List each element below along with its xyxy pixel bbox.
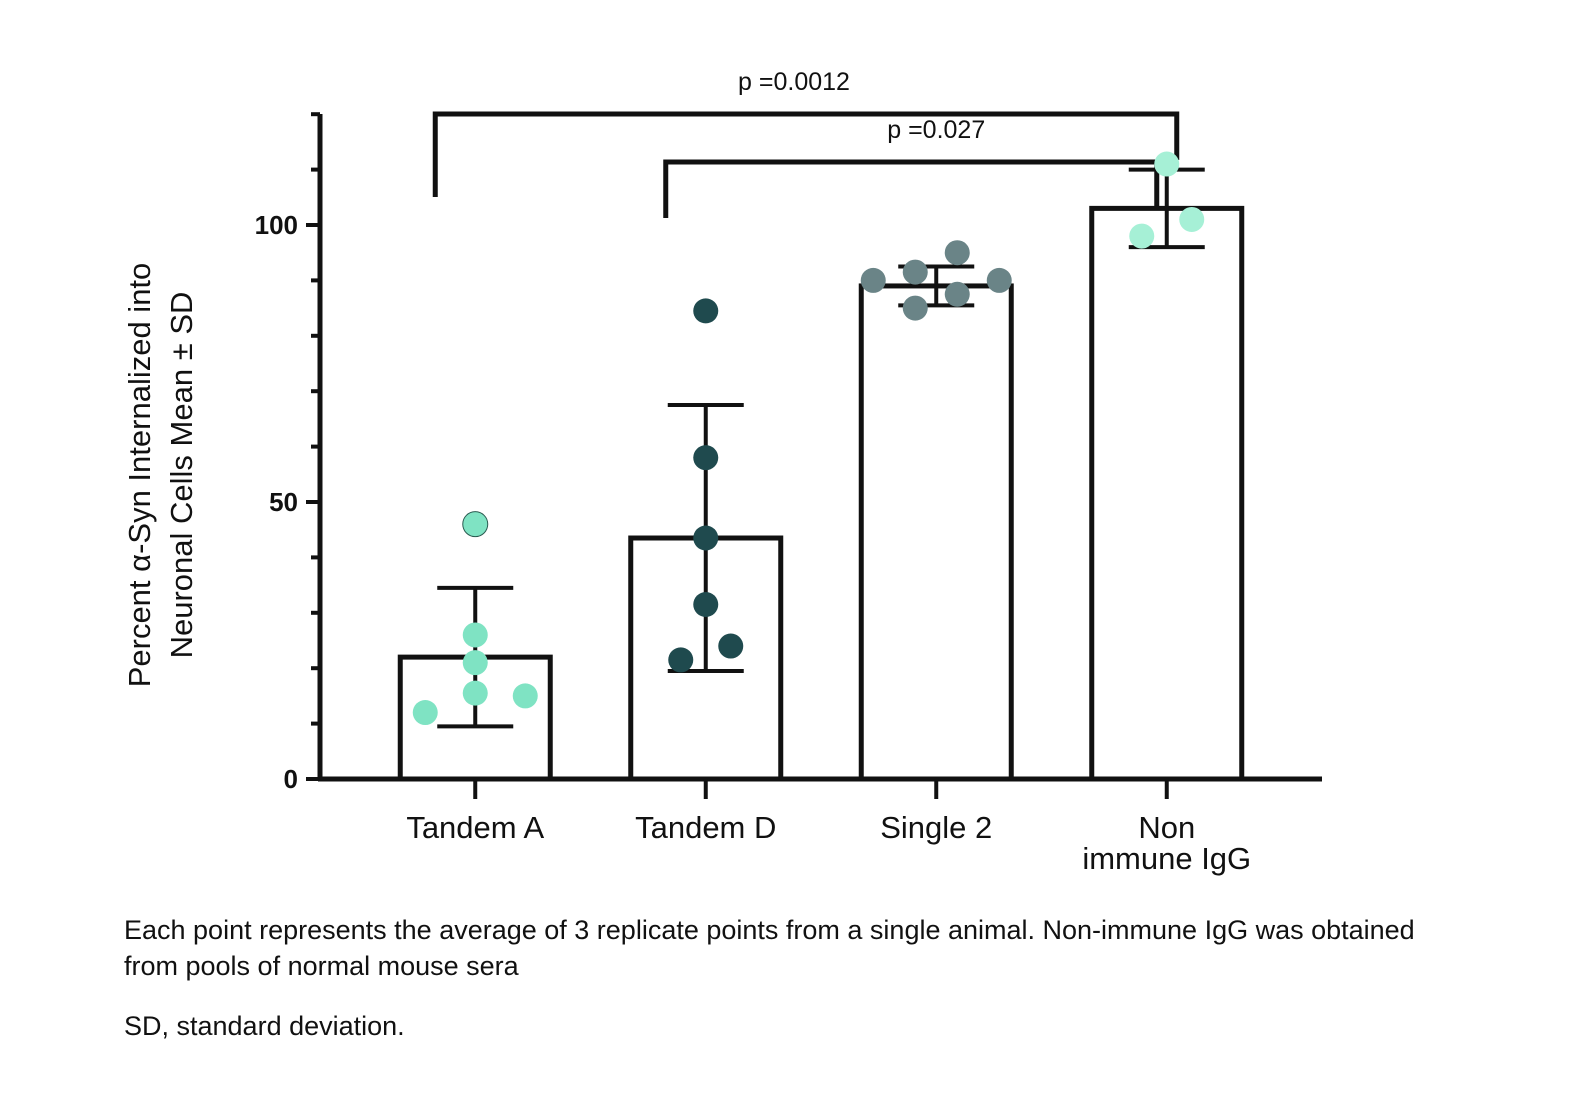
y-tick-label: 100: [255, 210, 298, 240]
data-point: [718, 633, 744, 659]
data-point: [693, 298, 719, 324]
data-point: [944, 281, 970, 307]
y-axis-title-line: Neuronal Cells Mean ± SD: [164, 292, 199, 659]
x-tick-label: Non: [1138, 810, 1195, 845]
significance-annotations: p =0.0012 p =0.027: [432, 68, 1180, 218]
data-point: [462, 680, 488, 706]
y-tick-label: 50: [269, 487, 298, 517]
data-point: [512, 683, 538, 709]
data-point: [1154, 151, 1180, 177]
y-tick-label: 0: [284, 764, 298, 794]
axes: [306, 112, 1322, 799]
p-value-label: p =0.0012: [738, 68, 850, 96]
x-tick-label: Tandem A: [406, 810, 544, 845]
data-point: [944, 240, 970, 266]
data-point: [860, 267, 886, 293]
abbreviation-note: SD, standard deviation.: [124, 1011, 405, 1041]
data-point: [462, 650, 488, 676]
y-axis-title-line: Percent α-Syn Internalized into: [122, 263, 157, 688]
bracket-line: [663, 159, 1160, 218]
significance-bracket: p =0.0012: [432, 68, 1180, 197]
data-point: [462, 511, 489, 538]
data-point: [986, 267, 1012, 293]
data-point: [412, 700, 438, 726]
bar: [1089, 205, 1245, 782]
data-point: [693, 445, 719, 471]
data-point: [902, 259, 928, 285]
bar: [858, 283, 1014, 782]
x-tick-label: Tandem D: [635, 810, 776, 845]
data-point: [902, 295, 928, 321]
data-point: [1179, 206, 1205, 232]
x-tick-label: immune IgG: [1082, 841, 1251, 876]
data-point: [693, 591, 719, 617]
p-value-label: p =0.027: [887, 116, 985, 144]
data-point: [1129, 223, 1155, 249]
data-point: [462, 622, 488, 648]
data-points: [412, 151, 1205, 726]
significance-bracket: p =0.027: [663, 116, 1160, 218]
bracket-line: [432, 111, 1180, 197]
data-point: [693, 525, 719, 551]
data-point: [668, 647, 694, 673]
figure-caption: Each point represents the average of 3 r…: [124, 915, 1415, 981]
x-tick-label: Single 2: [880, 810, 992, 845]
